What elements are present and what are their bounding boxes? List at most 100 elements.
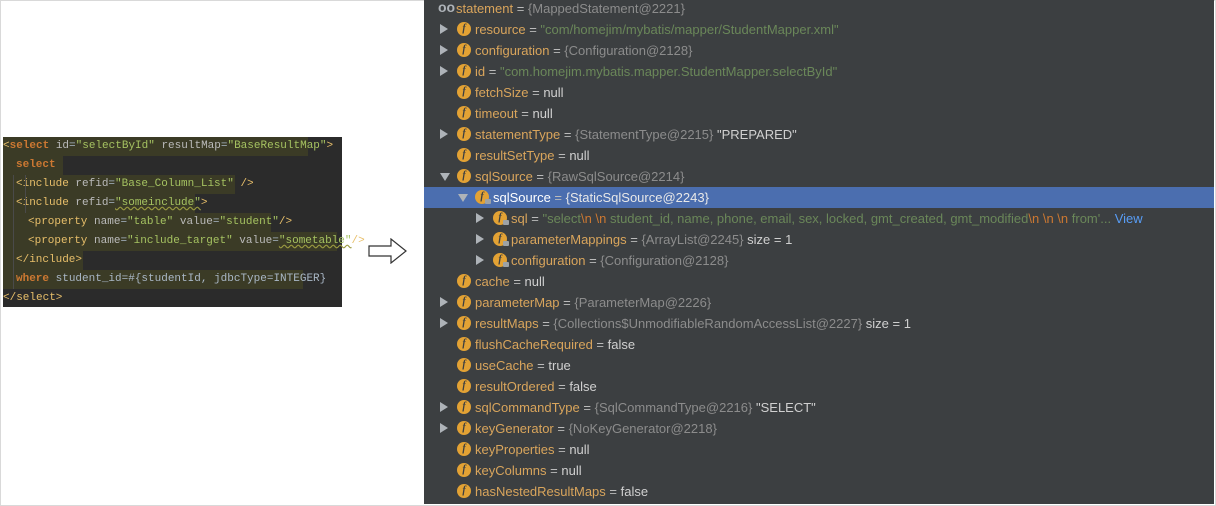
variable-value: size = 1 — [747, 232, 793, 247]
expand-arrow-icon[interactable] — [476, 234, 484, 244]
expand-arrow-icon[interactable] — [440, 45, 448, 55]
code-line: <include refid="Base_Column_List" /> — [3, 175, 254, 194]
expand-arrow-icon[interactable] — [440, 318, 448, 328]
variable-name: keyGenerator — [475, 421, 554, 436]
field-icon: f — [457, 148, 471, 162]
field-icon: f — [457, 484, 471, 498]
field-icon: f — [457, 463, 471, 477]
code-line: <select id="selectById" resultMap="BaseR… — [3, 137, 333, 156]
variable-name: resultMaps — [475, 316, 539, 331]
field-icon: f — [457, 22, 471, 36]
xml-code-editor: <select id="selectById" resultMap="BaseR… — [3, 137, 365, 307]
variable-ref: {Configuration@2128} — [600, 253, 729, 268]
variable-value: false — [607, 337, 636, 352]
code-line: <include refid="someinclude"> — [3, 194, 207, 213]
field-icon: f — [457, 379, 471, 393]
expand-arrow-icon[interactable] — [440, 129, 448, 139]
variable-name: statement — [456, 1, 514, 16]
variable-name: statementType — [475, 127, 561, 142]
field-icon: f — [457, 106, 471, 120]
variable-name: flushCacheRequired — [475, 337, 593, 352]
variable-value: null — [532, 106, 553, 121]
variable-row-statement[interactable]: oo statement = {MappedStatement@2221} — [424, 0, 1214, 19]
code-line: where student_id=#{studentId, jdbcType=I… — [3, 270, 326, 289]
variable-value: null — [543, 85, 564, 100]
variable-value: false — [620, 484, 649, 499]
variable-ref: {Collections$UnmodifiableRandomAccessLis… — [553, 316, 863, 331]
variable-name: keyProperties — [475, 442, 555, 457]
variable-value: size = 1 — [865, 316, 911, 331]
expand-arrow-icon[interactable] — [440, 66, 448, 76]
variable-value: false — [569, 379, 597, 394]
view-link[interactable]: View — [1114, 211, 1143, 226]
expand-arrow-icon[interactable] — [440, 402, 448, 412]
variable-value: "select\n \n student_id, name, phone, em… — [542, 211, 1112, 226]
variable-name: configuration — [475, 43, 550, 58]
code-line: </include> — [3, 251, 83, 270]
variable-name: resultOrdered — [475, 379, 555, 394]
field-icon: f — [457, 400, 471, 414]
variable-ref: {RawSqlSource@2214} — [547, 169, 685, 184]
field-icon: f — [457, 421, 471, 435]
lock-icon — [503, 262, 509, 267]
expand-arrow-icon[interactable] — [440, 297, 448, 307]
variable-value: "com.homejim.mybatis.mapper.StudentMappe… — [499, 64, 838, 79]
variable-ref: {Configuration@2128} — [564, 43, 693, 58]
variable-name: parameterMap — [475, 295, 560, 310]
watch-icon: oo — [438, 0, 456, 15]
field-icon: f — [457, 64, 471, 78]
field-icon: f — [457, 85, 471, 99]
lock-icon — [503, 241, 509, 246]
collapse-arrow-icon[interactable] — [440, 173, 450, 181]
variable-name: resultSetType — [475, 148, 555, 163]
variable-name: timeout — [475, 106, 518, 121]
code-line: <property name="include_target" value="s… — [3, 232, 365, 251]
variable-name: id — [475, 64, 486, 79]
expand-arrow-icon[interactable] — [440, 24, 448, 34]
variable-ref: {NoKeyGenerator@2218} — [568, 421, 717, 436]
variable-name: sql — [511, 211, 528, 226]
variable-value: null — [561, 463, 582, 478]
variable-value: null — [524, 274, 545, 289]
variable-name: sqlSource — [475, 169, 533, 184]
field-icon: f — [457, 43, 471, 57]
variable-ref: {MappedStatement@2221} — [527, 1, 685, 16]
variable-name: useCache — [475, 358, 534, 373]
expand-arrow-icon[interactable] — [440, 423, 448, 433]
expand-arrow-icon[interactable] — [476, 255, 484, 265]
variable-value: true — [548, 358, 571, 373]
code-line: <property name="table" value="student"/> — [3, 213, 292, 232]
variable-name: sqlCommandType — [475, 400, 580, 415]
variable-name: cache — [475, 274, 510, 289]
variable-name: keyColumns — [475, 463, 547, 478]
expand-arrow-icon[interactable] — [476, 213, 484, 223]
collapse-arrow-icon[interactable] — [458, 194, 468, 202]
variable-ref: {ParameterMap@2226} — [574, 295, 712, 310]
variable-value: null — [569, 442, 590, 457]
field-icon: f — [457, 316, 471, 330]
